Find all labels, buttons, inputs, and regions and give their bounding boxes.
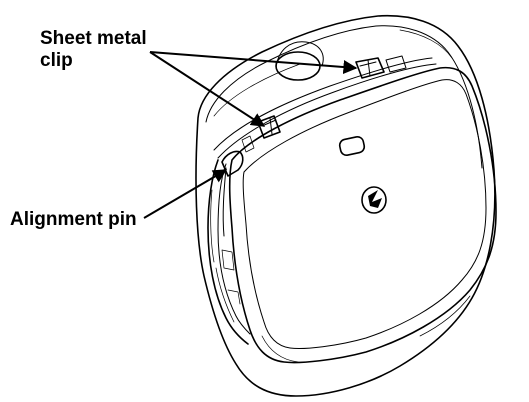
back-shell-outline	[195, 14, 496, 397]
left-side-detail-2	[221, 249, 241, 305]
left-side-strip-inner	[217, 163, 251, 335]
front-cover-inner-edge	[242, 79, 487, 349]
shell-bevel	[213, 29, 453, 117]
front-cover-outline	[228, 66, 497, 364]
leader-sheet-metal-clip-left	[149, 51, 266, 127]
sheet-metal-clip-right	[355, 55, 407, 79]
left-side-detail-1	[210, 189, 235, 323]
leader-sheet-metal-clip-right	[149, 51, 358, 75]
label-sheet-metal-line2: clip	[40, 50, 73, 71]
callout-leaders	[143, 51, 358, 219]
left-side-strip	[207, 159, 249, 345]
logo-badge	[361, 186, 387, 214]
callout-labels: Sheet metal clip Alignment pin	[10, 28, 147, 230]
label-alignment-pin: Alignment pin	[10, 209, 137, 230]
device-illustration	[195, 14, 497, 397]
front-cover-lip	[261, 295, 471, 363]
shell-seam-outer	[213, 57, 433, 151]
back-shell-rim	[205, 25, 483, 169]
front-slot	[338, 135, 366, 157]
mount-boss-base	[275, 41, 324, 69]
leader-alignment-pin	[143, 169, 228, 219]
label-sheet-metal-line1: Sheet metal	[40, 28, 147, 49]
shell-seam-inner	[217, 63, 437, 159]
mount-boss	[275, 51, 321, 81]
